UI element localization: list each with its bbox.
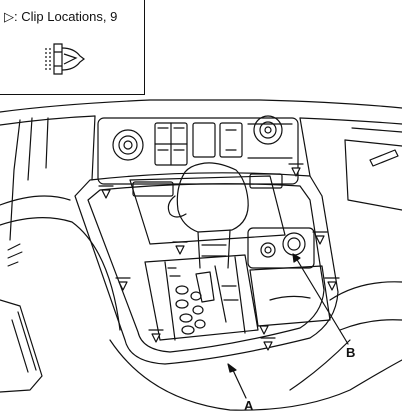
callout-label-a: A (244, 398, 254, 413)
lighter-socket-b (247, 227, 331, 327)
legend-triangle-symbol: ▷ (4, 9, 14, 24)
clip-marker (263, 341, 273, 351)
clip-marker (101, 189, 111, 199)
clip-marker (315, 235, 325, 245)
legend-text: : Clip Locations, 9 (14, 9, 118, 24)
gate-buttons (167, 267, 206, 335)
leader-line-b (295, 257, 349, 345)
clip-marker (259, 325, 269, 335)
legend-box: ▷: Clip Locations, 9 (0, 0, 145, 95)
floor-and-pedal (0, 195, 402, 411)
arrowhead-b (292, 253, 301, 263)
dashboard-outline (0, 99, 402, 241)
clip-icon (45, 43, 85, 75)
leader-lines (231, 257, 349, 399)
shift-gate (144, 254, 259, 341)
arrowhead-a (227, 363, 237, 373)
clip-marker (151, 333, 161, 343)
clip-marker (175, 245, 185, 255)
legend-label: ▷: Clip Locations, 9 (4, 9, 117, 25)
clip-marker (327, 281, 337, 291)
clip-markers (98, 163, 340, 351)
clip-marker (291, 167, 301, 177)
gear-shift-lever (167, 162, 249, 269)
leader-line-a (231, 367, 247, 399)
clip-marker (118, 281, 128, 291)
center-stack (97, 115, 299, 185)
upper-trim (129, 173, 286, 245)
callout-label-b: B (346, 345, 356, 360)
